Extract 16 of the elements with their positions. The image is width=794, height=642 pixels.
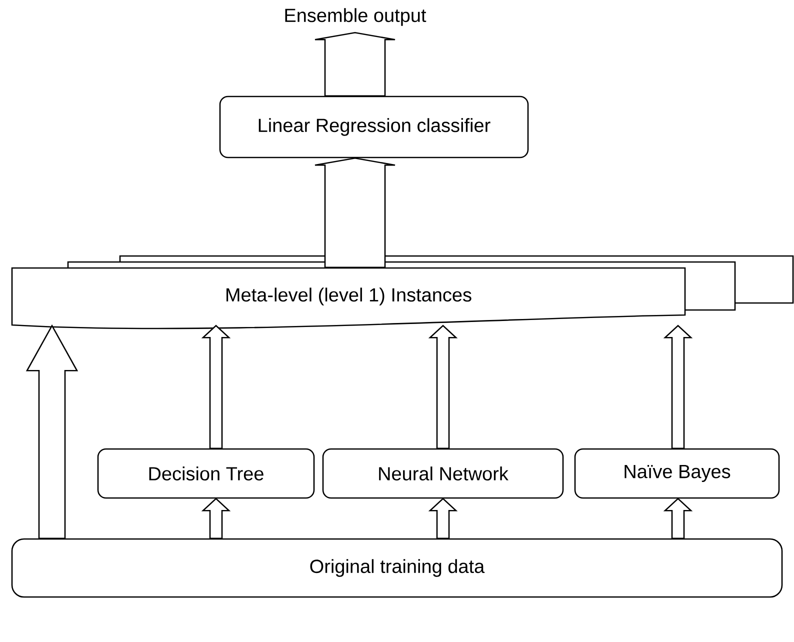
block-arrow [314, 32, 396, 96]
block-arrow [663, 324, 693, 449]
output-label: Ensemble output [285, 8, 426, 26]
model-box: Decision Tree [97, 448, 315, 499]
block-arrow [663, 498, 693, 539]
classifier-box: Linear Regression classifier [219, 96, 529, 158]
model-box: Naïve Bayes [574, 448, 780, 499]
model-box: Neural Network [322, 448, 564, 499]
block-arrow [314, 158, 396, 268]
block-arrow [26, 324, 78, 539]
block-arrow [428, 498, 458, 539]
data-box: Original training data [11, 538, 783, 598]
block-arrow [201, 324, 231, 449]
document-stack: Meta-level (level 1) Instances [11, 255, 794, 330]
block-arrow [428, 324, 458, 449]
block-arrow [201, 498, 231, 539]
